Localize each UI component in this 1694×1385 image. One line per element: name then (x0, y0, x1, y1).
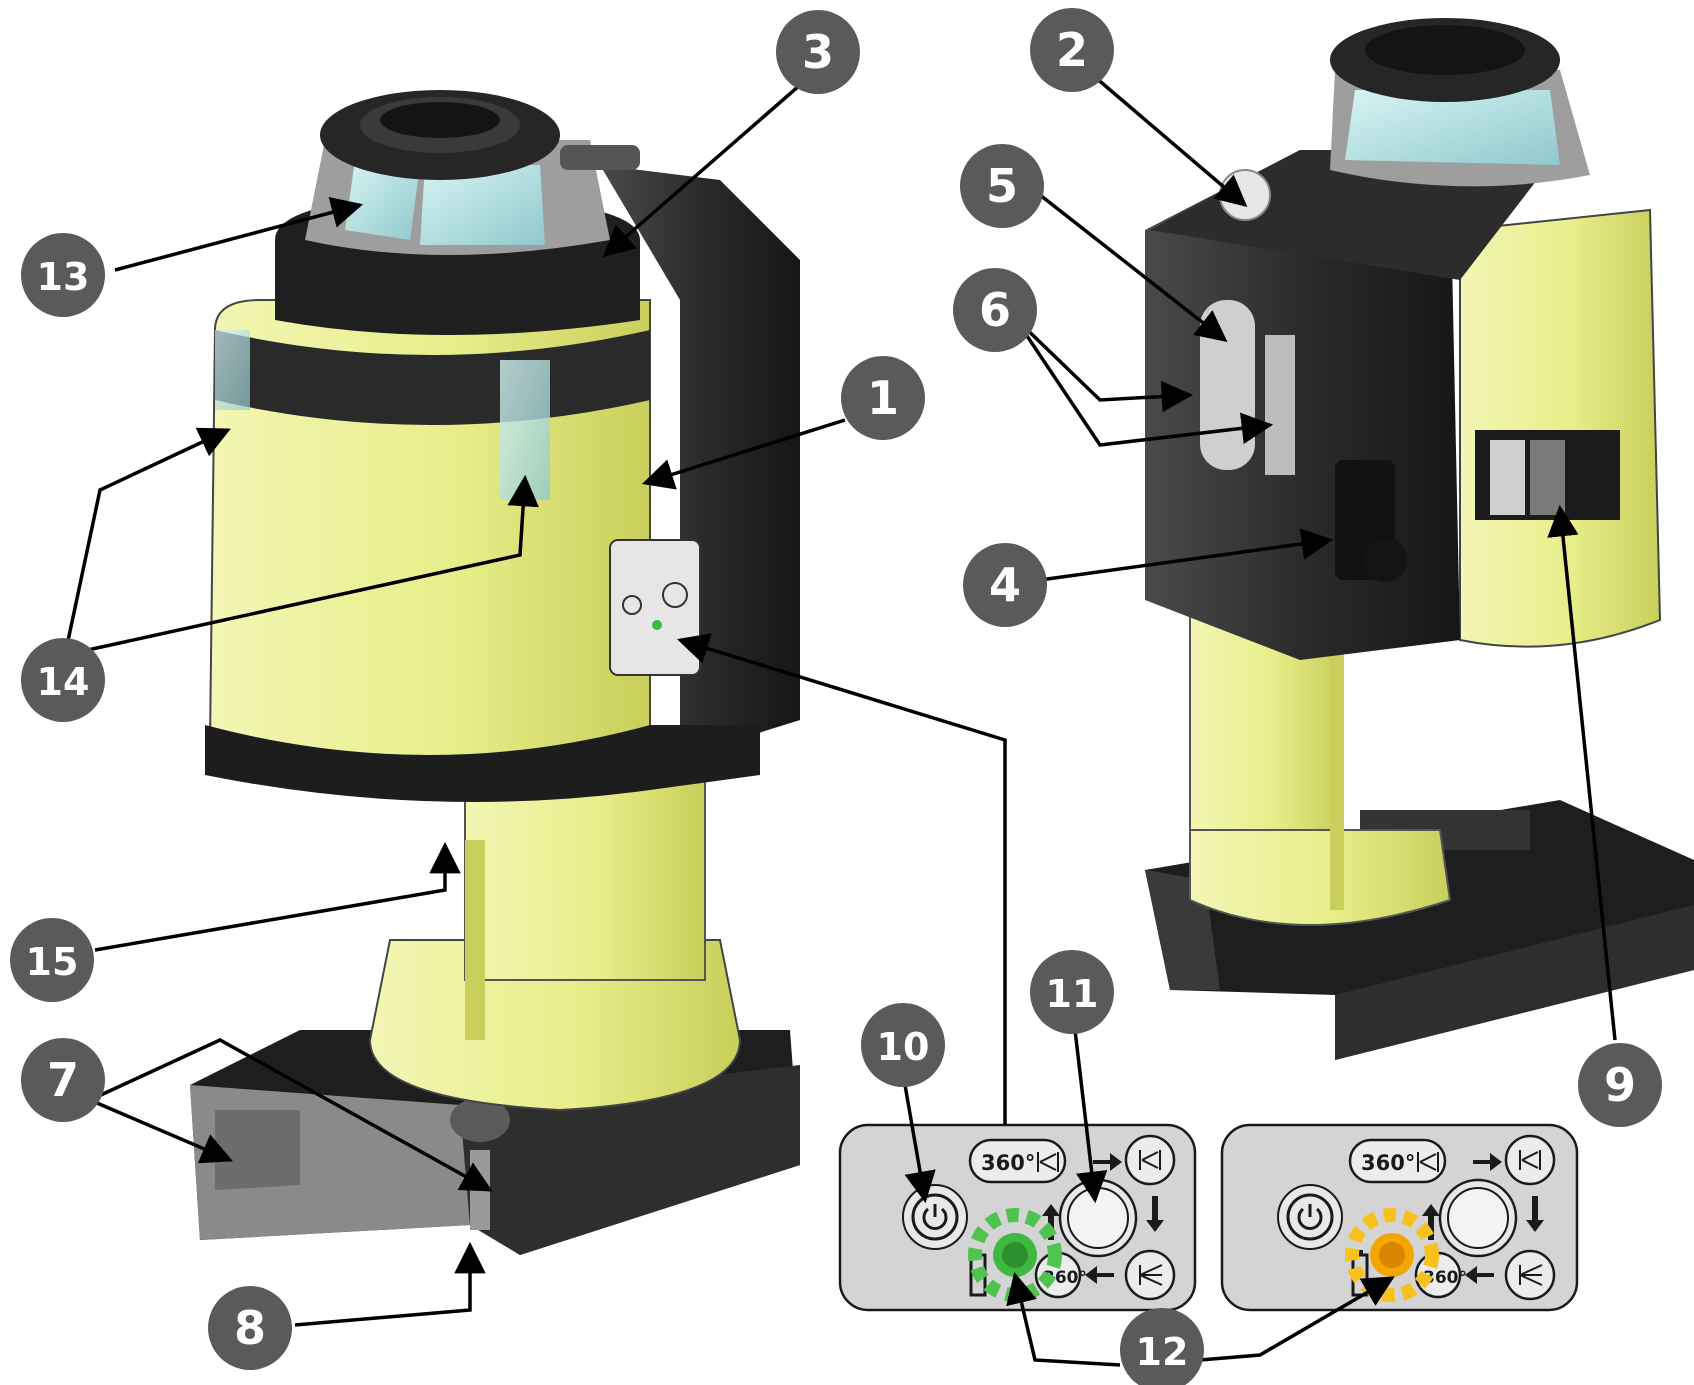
callout-7: 7 (21, 1038, 105, 1122)
svg-text:1: 1 (867, 371, 899, 425)
mode-fan-button[interactable] (1124, 1249, 1176, 1301)
arrow-up-icon (1422, 1204, 1440, 1240)
leader-12a (1006, 1271, 1121, 1367)
rear-head (1330, 18, 1590, 187)
callout-1: 1 (841, 356, 925, 440)
arrow-down-icon (1146, 1196, 1164, 1232)
callout-5: 5 (960, 144, 1044, 228)
leader-2 (1073, 58, 1248, 208)
height-adjust-column (368, 779, 742, 1112)
leader-13 (114, 197, 364, 272)
mode-360-small-label-2: 360° (1423, 1268, 1467, 1288)
svg-text:3: 3 (802, 25, 834, 79)
leader-7a (89, 1098, 233, 1164)
leader-10 (903, 1084, 936, 1204)
leader-led (676, 633, 1007, 1125)
leader-6b (1013, 317, 1274, 447)
callout-12: 12 (1120, 1308, 1204, 1385)
leader-6a (1013, 316, 1194, 413)
mode-fan-button-2[interactable] (1504, 1249, 1556, 1301)
leader-14b (64, 474, 539, 657)
svg-text:11: 11 (1046, 972, 1099, 1016)
leader-14a (63, 427, 231, 656)
callout-15: 15 (10, 918, 94, 1002)
callout-3: 3 (776, 10, 860, 94)
leader-9 (1547, 504, 1617, 1041)
arrow-up-icon (1042, 1204, 1060, 1240)
svg-text:12: 12 (1136, 1330, 1189, 1374)
laser-head (275, 90, 640, 335)
mode-360-small-label: 360° (1043, 1268, 1087, 1288)
arrow-left-icon (1465, 1266, 1494, 1284)
mode-360-button[interactable]: 360° (968, 1138, 1067, 1184)
svg-text:5: 5 (986, 159, 1018, 213)
mode-360-button-2[interactable]: 360° (1348, 1138, 1447, 1184)
status-led-green (968, 1208, 1062, 1302)
laser-level-front-view (190, 90, 800, 1255)
svg-text:13: 13 (37, 255, 90, 299)
leader-15 (94, 841, 461, 952)
laser-housing (205, 165, 800, 802)
mode-line-button[interactable] (1124, 1134, 1176, 1186)
arrow-right-icon (1473, 1153, 1502, 1171)
arrow-down-icon (1526, 1196, 1544, 1232)
power-icon (922, 1204, 948, 1230)
leader-8 (294, 1241, 486, 1327)
leader-7b (89, 1038, 493, 1192)
mode-select-button-2[interactable] (1438, 1178, 1518, 1258)
callout-11: 11 (1030, 950, 1114, 1034)
callout-13: 13 (21, 233, 105, 317)
leader-12b (1199, 1276, 1395, 1362)
leader-lines (63, 58, 1617, 1367)
leader-4 (1039, 528, 1334, 582)
callout-8: 8 (208, 1286, 292, 1370)
svg-text:2: 2 (1056, 23, 1088, 77)
svg-text:14: 14 (37, 660, 90, 704)
callout-14: 14 (21, 638, 105, 722)
rear-housing (1145, 150, 1662, 660)
arrow-right-icon (1093, 1153, 1122, 1171)
svg-text:7: 7 (47, 1053, 79, 1107)
svg-text:9: 9 (1604, 1058, 1636, 1112)
arrow-left-icon (1085, 1266, 1114, 1284)
svg-text:6: 6 (979, 283, 1011, 337)
power-button[interactable] (902, 1184, 968, 1250)
callout-badges: 1 2 3 4 5 6 7 8 9 10 11 12 13 14 15 (10, 8, 1662, 1385)
svg-text:10: 10 (877, 1025, 930, 1069)
laser-level-rear-view (1145, 18, 1694, 1060)
leader-3 (602, 83, 802, 258)
power-button-2[interactable] (1277, 1184, 1343, 1250)
svg-text:4: 4 (989, 558, 1021, 612)
callout-6: 6 (953, 268, 1037, 352)
leader-5 (1038, 193, 1228, 342)
laser-line-icon (1037, 1152, 1059, 1172)
callout-9: 9 (1578, 1043, 1662, 1127)
svg-text:8: 8 (234, 1301, 266, 1355)
leader-11 (1073, 1029, 1108, 1204)
callout-2: 2 (1030, 8, 1114, 92)
mode-line-button-2[interactable] (1504, 1134, 1556, 1186)
mode-360-label-2: 360° (1361, 1151, 1415, 1175)
mode-360-label: 360° (981, 1151, 1035, 1175)
leader-1 (641, 418, 846, 490)
laser-fan-icon (1139, 1264, 1163, 1286)
callout-4: 4 (963, 543, 1047, 627)
status-led-orange (1345, 1208, 1439, 1302)
power-icon (1297, 1204, 1323, 1230)
svg-text:15: 15 (26, 940, 79, 984)
control-panel-orange: 360° 360° (1220, 1123, 1579, 1312)
callout-10: 10 (861, 1003, 945, 1087)
mode-select-button[interactable] (1058, 1178, 1138, 1258)
